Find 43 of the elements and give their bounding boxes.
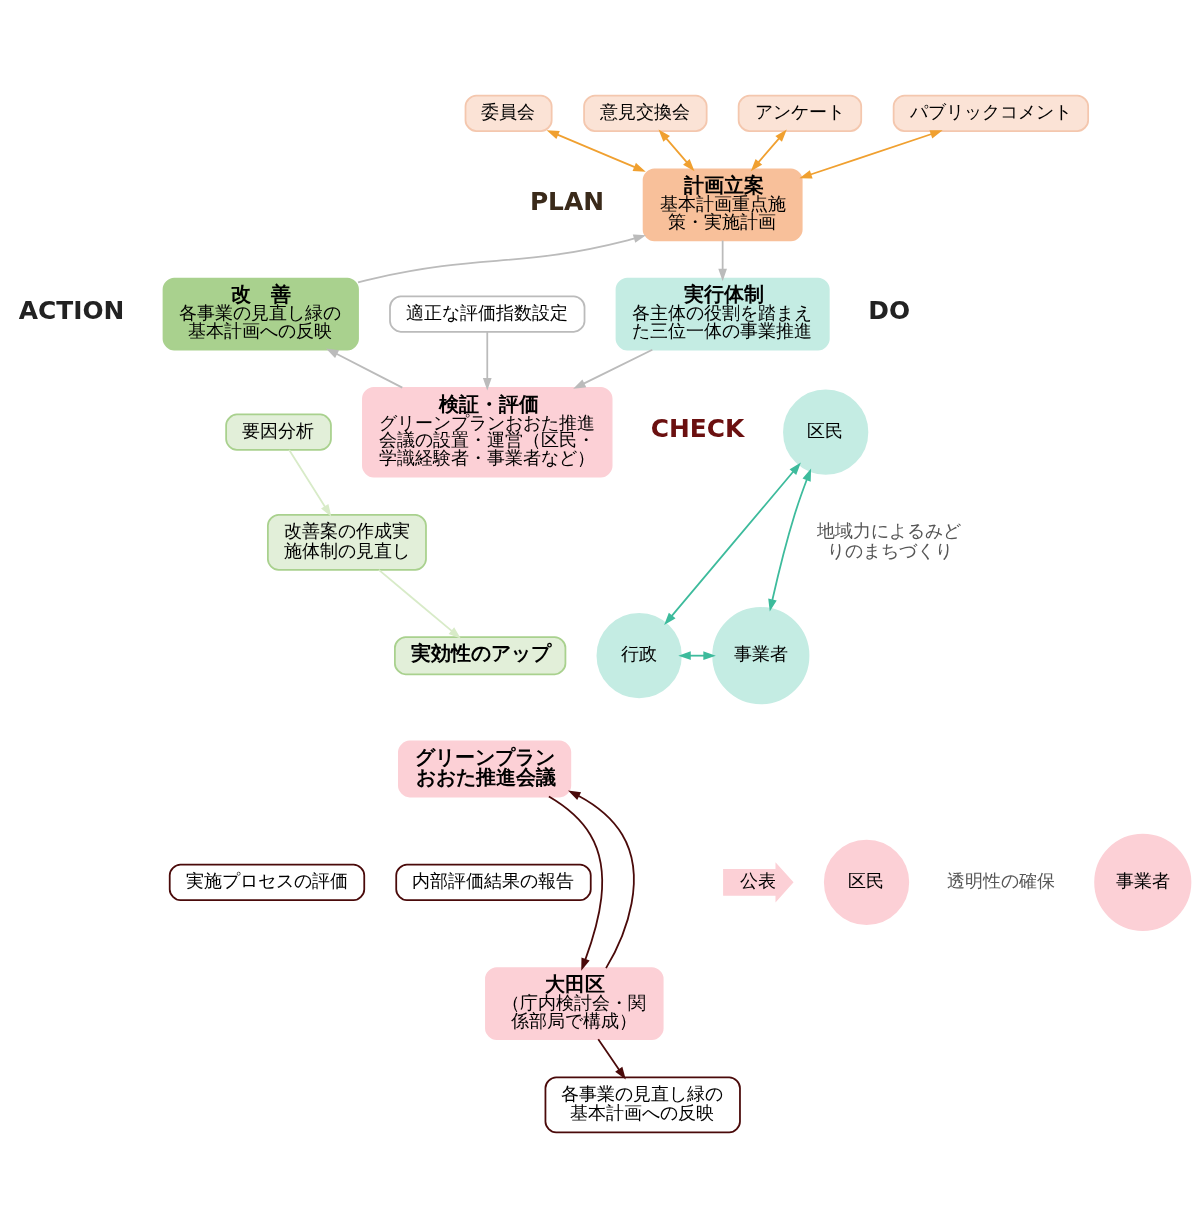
arrow bbox=[768, 467, 812, 612]
node-box: 検証・評価 グリーンプランおおた推進会議の設置・運営（区民・学識経験者・事業者など） bbox=[362, 386, 613, 477]
node-box: 実効性のアップ bbox=[394, 635, 567, 675]
node-circle: 事業者 bbox=[1094, 833, 1192, 931]
node-circle: 区民 bbox=[823, 839, 910, 925]
arrow bbox=[678, 650, 716, 660]
node-box: 委員会 bbox=[464, 94, 553, 132]
arrow bbox=[664, 462, 801, 625]
arrow bbox=[568, 790, 635, 969]
node-box: 意見交換会 bbox=[583, 94, 708, 132]
node-box: 適正な評価指数設定 bbox=[389, 294, 586, 333]
arrow bbox=[573, 348, 654, 389]
arrow bbox=[548, 795, 603, 971]
node-box: 要因分析 bbox=[225, 413, 332, 451]
label: 透明性の確保 bbox=[947, 870, 1056, 891]
arrow bbox=[288, 448, 332, 517]
node-box: パブリックコメント bbox=[892, 94, 1090, 132]
node-box: 各事業の見直し緑の基本計画への反映 bbox=[544, 1076, 741, 1133]
label: 地域力によるみどりのまちづくり bbox=[817, 520, 962, 561]
arrow bbox=[482, 330, 492, 390]
arrow bbox=[750, 128, 787, 171]
node-label: CHECK bbox=[650, 413, 745, 443]
node-box: グリーンプランおおた推進会議 bbox=[398, 740, 572, 797]
node-circle: 事業者 bbox=[712, 606, 810, 704]
arrow bbox=[597, 1037, 626, 1079]
arrow bbox=[718, 239, 727, 281]
node-box: 大田区 （庁内検討会・関係部局で構成） bbox=[485, 966, 664, 1040]
node-box: 計画立案 基本計画重点施策・実施計画 bbox=[642, 167, 803, 241]
node-box: 改善案の作成実施体制の見直し bbox=[267, 513, 427, 571]
arrow bbox=[377, 568, 461, 639]
node-box: 内部評価結果の報告 bbox=[395, 863, 592, 901]
node-box: アンケート bbox=[737, 94, 863, 132]
arrow bbox=[658, 128, 695, 171]
arrow bbox=[799, 129, 943, 178]
node-label: DO bbox=[868, 295, 911, 325]
node-label: ACTION bbox=[18, 295, 125, 325]
node-box: 実施プロセスの評価 bbox=[168, 863, 366, 901]
arrow bbox=[357, 233, 646, 283]
node-label: PLAN bbox=[529, 186, 605, 216]
arrow bbox=[326, 347, 404, 389]
node-box: 改 善 各事業の見直し緑の基本計画への反映 bbox=[162, 277, 359, 350]
node-box: 実行体制 各主体の役割を踏まえた三位一体の事業推進 bbox=[615, 277, 830, 350]
arrow bbox=[546, 129, 646, 172]
